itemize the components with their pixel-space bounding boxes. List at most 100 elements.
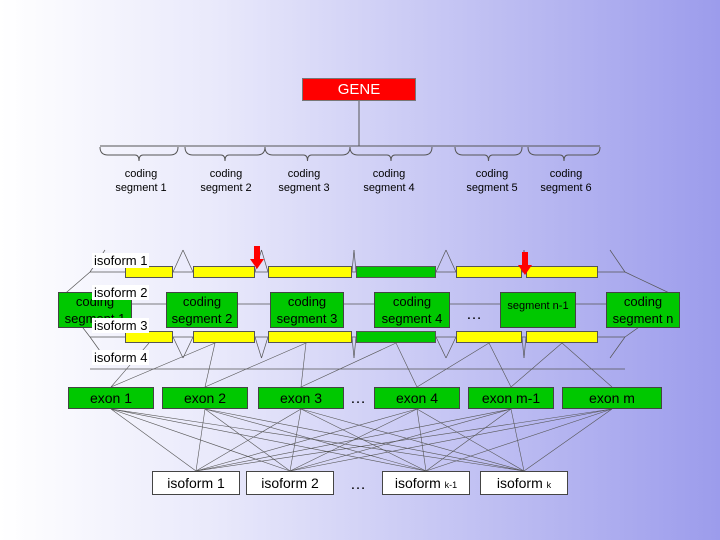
isoform3-segment <box>456 331 522 343</box>
connector-line <box>182 249 194 273</box>
isoform1-segment <box>356 266 436 278</box>
connector-line <box>445 249 457 273</box>
exon-box-3: exon 3 <box>258 387 344 409</box>
exon-isoform-line <box>195 408 418 472</box>
exon-segment-line <box>300 342 307 388</box>
coding-segment-label-4: coding segment 4 <box>363 168 415 194</box>
connector-line <box>351 336 355 359</box>
exon-box-1: exon 1 <box>68 387 154 409</box>
isoform3-segment <box>526 331 598 343</box>
connector-line <box>254 336 262 359</box>
exon-segment-line <box>561 342 613 388</box>
coding-segment-label-2: coding segment 2 <box>200 168 252 194</box>
exon-isoform-line <box>204 408 291 472</box>
isoform1-segment <box>193 266 255 278</box>
connector-line <box>435 336 447 359</box>
connector-line <box>353 336 357 359</box>
coding-box-4: coding segment 4 <box>374 292 450 328</box>
exon-isoform-line <box>204 408 427 472</box>
connector-line <box>521 336 525 359</box>
exon-isoform-line <box>110 408 427 472</box>
exon-isoform-line <box>289 408 302 472</box>
isoform-box-k-1-text: isoform <box>394 475 445 491</box>
exon-isoform-line <box>110 408 197 472</box>
exon-box-m: exon m <box>562 387 662 409</box>
isoform-box-2: isoform 2 <box>246 471 334 495</box>
coding-segment-label-3: coding segment 3 <box>278 168 330 194</box>
exon-segment-line <box>488 342 512 388</box>
segment-brace <box>527 146 601 162</box>
isoform3-segment <box>356 331 436 343</box>
connector-line <box>172 336 184 359</box>
isoform-box-k-text: isoform <box>496 475 547 491</box>
connector-line <box>261 249 269 273</box>
exon-segment-line <box>204 342 216 388</box>
exon-isoform-line <box>289 408 613 472</box>
exon-isoform-line <box>204 408 525 472</box>
connector-line <box>261 336 269 359</box>
coding-segment-label-6: coding segment 6 <box>540 168 592 194</box>
exon-isoform-line <box>195 408 302 472</box>
down-arrow-icon <box>518 252 532 275</box>
isoform-box-1-text: isoform 1 <box>167 475 225 491</box>
connector-line <box>609 249 626 273</box>
segment-brace <box>264 146 351 162</box>
ellipsis-exons: … <box>350 390 366 407</box>
exon-isoform-line <box>110 408 525 472</box>
exon-isoform-line <box>510 408 525 472</box>
isoform1-segment <box>526 266 598 278</box>
ellipsis-middle: … <box>466 306 482 323</box>
coding-segment-label-1: coding segment 1 <box>115 168 167 194</box>
connector-line <box>435 249 447 273</box>
isoform3-segment <box>193 331 255 343</box>
connector-line <box>182 336 194 359</box>
exon-isoform-line <box>195 408 613 472</box>
exon-isoform-line <box>195 408 512 472</box>
isoform-box-k-sub: k <box>546 480 552 490</box>
coding-segment-label-5: coding segment 5 <box>466 168 518 194</box>
exon-box-4: exon 4 <box>374 387 460 409</box>
exon-isoform-line <box>523 408 613 472</box>
coding-box-3: coding segment 3 <box>270 292 344 328</box>
exon-box-m-1: exon m-1 <box>468 387 554 409</box>
connector-line <box>351 249 355 273</box>
isoform-label-1: isoform 1 <box>92 253 150 268</box>
connector-line <box>445 336 457 359</box>
exon-box-2: exon 2 <box>162 387 248 409</box>
connector-line <box>172 249 184 273</box>
ellipsis-isoforms: … <box>350 476 366 493</box>
exon-isoform-line <box>425 408 613 472</box>
isoform1-segment <box>268 266 352 278</box>
gene-box: GENE <box>302 78 416 101</box>
exon-isoform-line <box>300 408 427 472</box>
exon-segment-line <box>204 342 307 388</box>
exon-segment-line <box>510 342 563 388</box>
connector-line <box>353 249 357 273</box>
exon-segment-line <box>300 342 397 388</box>
exon-isoform-line <box>416 408 525 472</box>
isoform-box-k-1: isoform k-1 <box>382 471 470 495</box>
down-arrow-icon <box>250 246 264 269</box>
exon-segment-line <box>395 342 418 388</box>
isoform-label-4: isoform 4 <box>92 350 150 365</box>
segment-brace <box>349 146 433 162</box>
exon-segment-line <box>110 342 216 388</box>
isoform-box-1: isoform 1 <box>152 471 240 495</box>
segment-brace <box>99 146 179 162</box>
exon-isoform-line <box>416 408 427 472</box>
isoform-box-k-1-sub: k-1 <box>444 480 458 490</box>
exon-segment-line <box>416 342 490 388</box>
isoform1-segment <box>456 266 522 278</box>
segment-brace <box>184 146 266 162</box>
exon-isoform-line <box>425 408 512 472</box>
exon-isoform-line <box>195 408 206 472</box>
isoform-label-2: isoform 2 <box>92 285 150 300</box>
coding-box-n-1: segment n-1 <box>500 292 576 328</box>
coding-box-n: coding segment n <box>606 292 680 328</box>
coding-box-2: coding segment 2 <box>166 292 238 328</box>
exon-isoform-line <box>300 408 525 472</box>
isoform-box-2-text: isoform 2 <box>261 475 319 491</box>
segment-brace <box>454 146 523 162</box>
isoform-label-3: isoform 3 <box>92 318 150 333</box>
